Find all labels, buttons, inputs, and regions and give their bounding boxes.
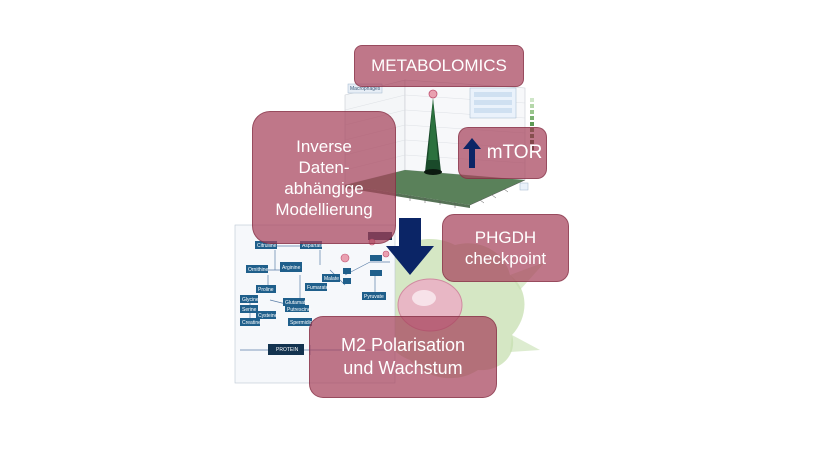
pathway-node-label: Glutamate: [285, 300, 308, 306]
pathway-node-label: Aspartate: [302, 243, 324, 249]
pathway-nodes: Citrulline Aspartate Ornithine Arginine …: [240, 232, 392, 355]
pathway-node: [362, 292, 386, 300]
phgdh-label: PHGDH checkpoint: [464, 228, 547, 268]
pathway-node-label: Creatine: [242, 320, 261, 326]
pathway-node: [280, 262, 302, 272]
pathway-node-label: Spermidine: [290, 320, 316, 326]
pathway-node: [240, 305, 258, 313]
metabolomics-box: METABOLOMICS: [354, 45, 524, 87]
inverse-modeling-box: Inverse Daten- abhängige Modellierung: [252, 111, 396, 244]
mtor-box: mTOR: [458, 127, 547, 179]
inverse-modeling-label: Inverse Daten- abhängige Modellierung: [275, 136, 373, 219]
pathway-node: [240, 318, 260, 326]
peak-marker: [428, 89, 438, 99]
pathway-node: [268, 344, 304, 355]
pathway-node-label: Arginine: [282, 265, 301, 271]
down-arrow-icon: [386, 218, 434, 275]
pathway-node-label: Citrulline: [257, 243, 277, 249]
pathway-node: [256, 311, 276, 319]
m2-polarisation-label: M2 Polarisation und Wachstum: [340, 335, 466, 378]
phgdh-box: PHGDH checkpoint: [442, 214, 569, 282]
mtor-label: mTOR: [486, 142, 543, 163]
pathway-node-label: Putrescine: [287, 307, 311, 313]
pathway-node: [256, 285, 276, 293]
pathway-node: [300, 241, 322, 249]
m2-polarisation-box: M2 Polarisation und Wachstum: [309, 316, 497, 398]
pathway-node-label: Malate: [324, 276, 339, 282]
metabolomics-label: METABOLOMICS: [371, 56, 507, 75]
pathway-node: [322, 274, 340, 282]
pathway-node: [285, 305, 309, 312]
up-arrow-icon: [462, 138, 481, 168]
pathway-node-label: PROTEIN: [276, 347, 299, 353]
pathway-node-label: Serine: [242, 307, 257, 313]
pathway-node-label: Pyruvate: [364, 294, 384, 300]
pathway-node: [240, 295, 258, 303]
pathway-node-label: Ornithine: [248, 267, 269, 273]
pathway-node: [288, 318, 312, 326]
plot-panel-title: Macrophages: [350, 86, 381, 92]
pathway-node: [255, 241, 277, 249]
pathway-node: [283, 298, 305, 306]
pathway-node-label: Fumarate: [307, 285, 329, 291]
pathway-node-label: Proline: [258, 287, 274, 293]
pathway-node-label: Glycine: [242, 297, 259, 303]
pathway-node: [246, 265, 268, 273]
pathway-node-label: Cysteine: [258, 313, 278, 319]
pathway-node: [305, 283, 327, 291]
